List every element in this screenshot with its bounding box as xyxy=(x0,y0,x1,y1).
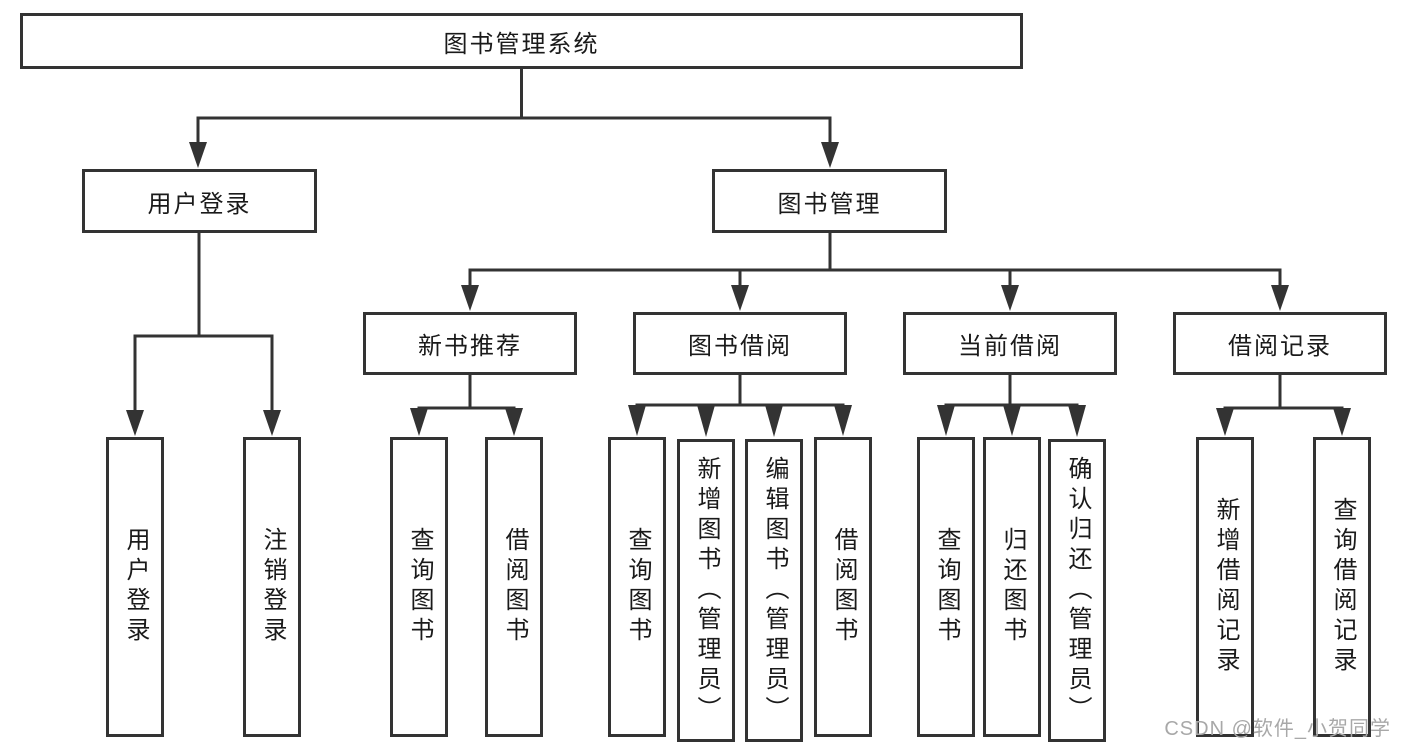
leaf-query-books-borrow: 查询图书 xyxy=(608,437,666,737)
arrowhead xyxy=(731,285,749,311)
node-label: 编辑图书（管理员） xyxy=(761,455,788,726)
node-label: 查询图书 xyxy=(406,527,433,647)
node-label: 图书管理 xyxy=(777,190,882,218)
node-label: 归还图书 xyxy=(999,527,1026,647)
leaf-confirm-return-admin: 确认归还（管理员） xyxy=(1048,439,1106,742)
leaf-return-books: 归还图书 xyxy=(983,437,1041,737)
leaf-query-borrow-record: 查询借阅记录 xyxy=(1313,437,1371,737)
node-label: 注销登录 xyxy=(259,527,286,647)
node-book-management: 图书管理 xyxy=(712,169,947,233)
node-label: 借阅图书 xyxy=(501,527,528,647)
node-label: 用户登录 xyxy=(122,527,149,647)
node-label: 查询借阅记录 xyxy=(1329,497,1356,677)
leaf-query-books-recommend: 查询图书 xyxy=(390,437,448,737)
leaf-edit-books-admin: 编辑图书（管理员） xyxy=(745,439,803,742)
node-user-login: 用户登录 xyxy=(82,169,317,233)
node-label: 当前借阅 xyxy=(958,333,1062,360)
node-label: 借阅记录 xyxy=(1228,333,1332,360)
node-current-borrow: 当前借阅 xyxy=(903,312,1117,375)
arrowhead xyxy=(628,405,646,436)
csdn-watermark: CSDN @软件_小贺同学 xyxy=(1164,718,1391,740)
arrowhead xyxy=(697,405,715,437)
node-label: 图书借阅 xyxy=(688,333,792,360)
leaf-user-login: 用户登录 xyxy=(106,437,164,737)
arrowhead xyxy=(1068,405,1086,437)
arrowhead xyxy=(263,410,281,436)
node-label: 查询图书 xyxy=(933,527,960,647)
arrowhead xyxy=(1271,285,1289,311)
arrowhead xyxy=(1216,408,1234,436)
arrowhead xyxy=(461,285,479,311)
node-label: 确认归还（管理员） xyxy=(1064,455,1091,726)
arrowhead xyxy=(821,142,839,168)
arrowhead xyxy=(410,408,428,436)
node-label: 新增图书（管理员） xyxy=(693,455,720,726)
edge-root-to-level2 xyxy=(189,67,839,168)
edge-borrow-record-to-leaves xyxy=(1216,373,1351,436)
node-label: 用户登录 xyxy=(147,190,252,218)
arrowhead xyxy=(505,408,523,436)
arrowhead xyxy=(1333,408,1351,436)
node-label: 新书推荐 xyxy=(418,333,522,360)
arrowhead xyxy=(834,405,852,436)
node-label: 查询图书 xyxy=(624,527,651,647)
node-label: 新增借阅记录 xyxy=(1212,497,1239,677)
leaf-add-borrow-record: 新增借阅记录 xyxy=(1196,437,1254,737)
node-new-book-recommend: 新书推荐 xyxy=(363,312,577,375)
node-book-borrow: 图书借阅 xyxy=(633,312,847,375)
edge-book-mgmt-to-level3 xyxy=(461,231,1289,311)
leaf-add-books-admin: 新增图书（管理员） xyxy=(677,439,735,742)
arrowhead xyxy=(765,405,783,437)
arrowhead xyxy=(1003,405,1021,436)
arrowhead xyxy=(126,410,144,436)
node-root-library-system: 图书管理系统 xyxy=(20,13,1023,69)
edge-user-login-to-leaves xyxy=(126,231,281,436)
node-label: 借阅图书 xyxy=(830,527,857,647)
node-borrow-record: 借阅记录 xyxy=(1173,312,1387,375)
leaf-borrow-books-recommend: 借阅图书 xyxy=(485,437,543,737)
node-label: 图书管理系统 xyxy=(443,30,600,58)
leaf-logout: 注销登录 xyxy=(243,437,301,737)
arrowhead xyxy=(1001,285,1019,311)
edge-current-borrow-to-leaves xyxy=(937,373,1086,437)
arrowhead xyxy=(189,142,207,168)
leaf-borrow-books: 借阅图书 xyxy=(814,437,872,737)
edge-book-borrow-to-leaves xyxy=(628,373,852,437)
leaf-query-books-current: 查询图书 xyxy=(917,437,975,737)
arrowhead xyxy=(937,405,955,436)
edge-new-book-to-leaves xyxy=(410,373,523,436)
